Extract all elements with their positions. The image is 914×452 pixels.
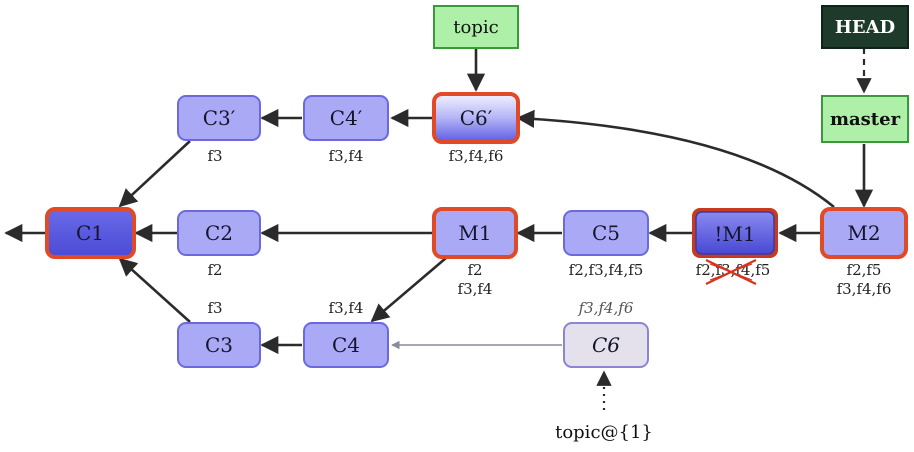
commit-c3: C3 [177,322,261,368]
commit-c3-prime-label: C3′ [203,106,236,130]
commit-c6-old-label: C6 [592,333,620,357]
commit-c6-prime-label: C6′ [460,106,493,130]
edge-m2-c6p [516,109,835,209]
files-c3-prime: f3 [207,147,222,165]
files-m2-line2: f3,f4,f6 [837,280,892,298]
ref-head: HEAD [821,5,909,49]
files-c6-old: f3,f4,f6 [578,299,634,317]
commit-c3-prime: C3′ [177,95,261,141]
files-c5: f2,f3,f4,f5 [569,261,644,279]
files-c4-prime: f3,f4 [329,147,364,165]
commit-c6-old: C6 [563,322,649,368]
commit-c3-label: C3 [205,333,233,357]
edge-c3-c1 [118,257,191,323]
commit-revert-m1: !M1 [692,208,778,258]
commit-c5-label: C5 [592,221,620,245]
files-m1-line1: f2 [467,261,482,279]
edges [4,48,874,410]
edge-c3p-c1 [118,140,191,208]
ref-topic-label: topic [453,17,498,38]
commit-m1: M1 [432,207,518,259]
commit-revert-m1-label: !M1 [714,222,755,246]
commit-c4-label: C4 [332,333,360,357]
files-c4: f3,f4 [329,299,364,317]
commit-c6-prime: C6′ [432,92,520,144]
commit-m2-label: M2 [847,221,880,245]
commit-c2: C2 [177,210,261,256]
reflog-topic-1: topic@{1} [555,422,653,443]
commit-c4: C4 [303,322,389,368]
ref-master: master [821,95,909,143]
files-m2-line1: f2,f5 [847,261,882,279]
commit-c2-label: C2 [205,221,233,245]
ref-master-label: master [830,109,901,130]
ref-head-label: HEAD [835,17,895,38]
commit-c4-prime: C4′ [303,95,389,141]
commit-c4-prime-label: C4′ [330,106,363,130]
commit-c1-label: C1 [76,221,104,245]
commit-m2: M2 [820,207,908,259]
commit-m1-label: M1 [458,221,491,245]
files-m1-line2: f3,f4 [458,280,493,298]
commit-c1: C1 [45,207,136,259]
ref-topic: topic [433,5,519,49]
files-c3: f3 [207,299,222,317]
edge-m1-c4 [370,257,447,323]
files-c2: f2 [207,261,222,279]
files-c6-prime: f3,f4,f6 [449,147,504,165]
red-cross-strike-icon [705,259,757,285]
commit-c5: C5 [563,210,649,256]
